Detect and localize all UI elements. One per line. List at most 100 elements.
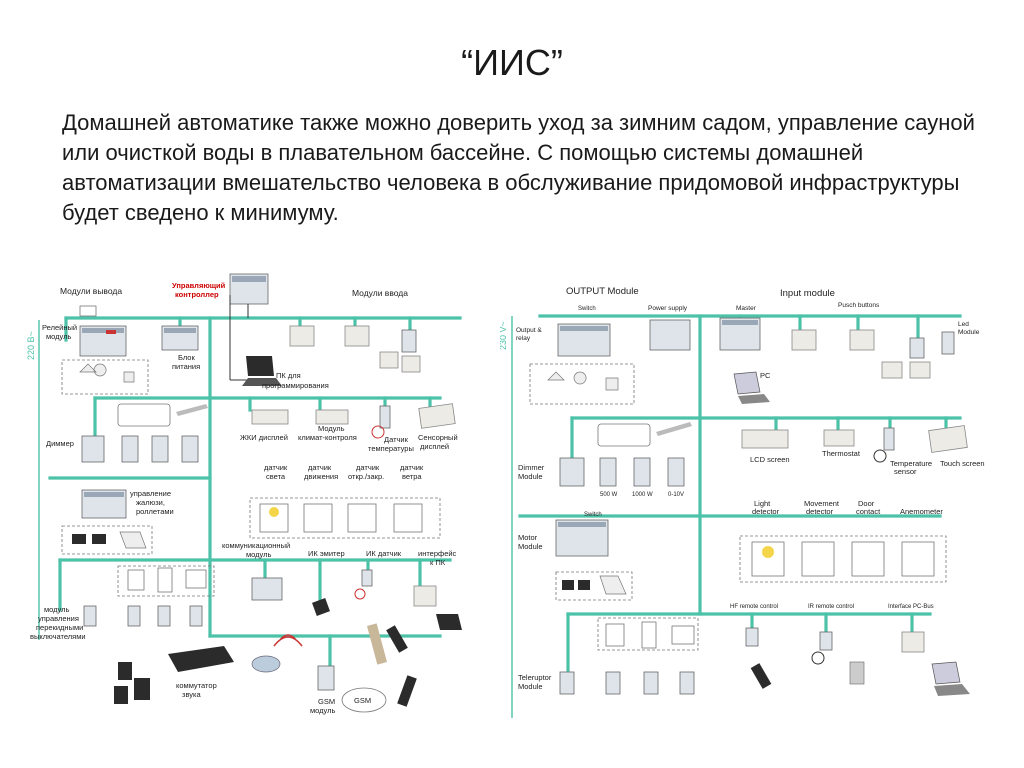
right-laptop-icon <box>931 661 961 685</box>
left-controller-label-2: контроллер <box>175 290 219 299</box>
right-dimmer-label-1: Dimmer <box>518 463 545 472</box>
left-switch-label-4: выключателями <box>30 632 86 641</box>
right-push-button-3 <box>881 361 903 379</box>
left-touch-label-1: Сенсорный <box>418 433 458 442</box>
lamp-icon <box>79 363 135 383</box>
left-relay-loads-box <box>61 359 149 395</box>
left-temp-label-2: температуры <box>368 444 414 453</box>
left-climate-module <box>315 409 349 425</box>
right-pc-label: PC <box>760 371 771 380</box>
right-lcd-label: LCD screen <box>750 455 790 464</box>
left-light-label-1: датчик <box>264 463 288 472</box>
right-thermostat <box>823 429 855 447</box>
left-pc-label-2: программирования <box>262 381 329 390</box>
right-power-supply-label: Power supply <box>648 305 688 312</box>
right-movement-label-1: Movement <box>804 499 840 508</box>
left-blinds-loads-box <box>61 525 153 555</box>
right-dimmer-device-3 <box>633 457 651 487</box>
left-climate-label-1: Модуль <box>318 424 345 433</box>
right-light-label-2: detector <box>752 507 780 516</box>
speaker-icon <box>114 686 128 704</box>
probe-icon <box>873 449 887 463</box>
left-power-supply <box>161 325 199 351</box>
left-ir-sensor-label: ИК датчик <box>366 549 402 558</box>
right-input-module-label: Input module <box>780 288 835 299</box>
left-controller-device <box>229 273 269 381</box>
left-controller-label-1: Управляющий <box>172 281 226 290</box>
left-audio-label-2: звука <box>182 690 201 699</box>
right-motor-label-2: Module <box>518 542 543 551</box>
left-push-button-3 <box>379 351 399 369</box>
left-lcd-display <box>251 409 289 425</box>
left-gsm-label-2: модуль <box>310 706 336 715</box>
door-sensor-icon <box>347 503 377 533</box>
left-switch-label-2: управления <box>38 614 79 623</box>
speaker-icon <box>118 662 132 680</box>
right-dimmer-label-2: Module <box>518 472 543 481</box>
right-automation-diagram: 230 V~ OUTPUT Module Input module Switch… <box>500 286 985 718</box>
left-relay-module <box>79 305 127 357</box>
left-motion-label-2: движения <box>304 472 338 481</box>
right-led-label-1: Led <box>958 321 969 328</box>
router-icon <box>251 655 281 673</box>
ir-emitter-icon <box>312 598 330 616</box>
right-temp-sensor-device <box>883 427 895 451</box>
motion-sensor-icon <box>801 541 835 577</box>
right-010v-label: 0-10V <box>668 492 684 498</box>
wind-sensor-icon <box>393 503 423 533</box>
right-dimmer-device-1 <box>559 457 585 487</box>
left-audio-label-1: коммутатор <box>176 681 217 690</box>
right-sensors-box <box>739 535 947 583</box>
right-push-buttons-label: Pusch buttons <box>838 302 880 309</box>
left-blinds-label-3: роллетами <box>136 507 174 516</box>
right-switch1-label: Switch <box>578 306 596 312</box>
left-dimmer-device-4 <box>181 435 199 463</box>
left-laptop-icon <box>242 356 282 386</box>
remote-grey-icon <box>849 661 865 685</box>
ir-receiver-icon <box>819 631 833 651</box>
left-comm-module <box>251 577 283 601</box>
audio-switch-icon <box>168 646 234 672</box>
right-light-label-1: Light <box>754 499 771 508</box>
right-led-label-2: Module <box>958 329 980 336</box>
left-blinds-label-1: управление <box>130 489 171 498</box>
left-input-module <box>401 329 417 353</box>
left-motion-label-1: датчик <box>308 463 332 472</box>
left-switch-label-1: модуль <box>44 605 70 614</box>
left-sensors-box <box>249 497 441 539</box>
left-push-button-1 <box>289 325 315 347</box>
washer-icon <box>605 623 625 647</box>
left-door-label-1: датчик <box>356 463 380 472</box>
right-anemometer-label: Anemometer <box>900 507 943 516</box>
left-input-modules-label: Модули ввода <box>352 288 408 298</box>
intro-paragraph: Домашней автоматике также можно доверить… <box>62 110 975 225</box>
left-relay-label-2: модуль <box>46 332 72 341</box>
left-comm-label-2: модуль <box>246 550 272 559</box>
left-pc-iface-label-1: интерфейс <box>418 549 457 558</box>
phone-icon <box>397 675 417 707</box>
left-ir-emitter-label: ИК эмитер <box>308 549 345 558</box>
right-touch-screen <box>928 425 968 453</box>
gsm-cloud-icon <box>341 687 387 713</box>
right-motor-label-1: Motor <box>518 533 538 542</box>
right-output-module-label: OUTPUT Module <box>566 286 639 297</box>
left-laptop-2-icon <box>436 614 462 630</box>
tube-lamp-icon <box>656 422 692 436</box>
left-touch-label-2: дисплей <box>420 442 449 451</box>
right-output-relay-label-1: Output & <box>516 327 542 334</box>
right-temp-label-1: Temperature <box>890 459 932 468</box>
left-dimmer-device-1 <box>81 435 105 463</box>
right-master-label: Master <box>736 305 757 312</box>
boiler-icon <box>641 621 657 649</box>
washer-icon <box>127 569 145 591</box>
signal-waves-icon <box>273 634 303 647</box>
right-thermostat-label: Thermostat <box>822 449 861 458</box>
remote-icon <box>366 623 388 665</box>
right-switch2-label: Switch <box>584 512 602 518</box>
right-500w-label: 500 W <box>600 492 618 498</box>
remote-icon <box>750 663 772 689</box>
right-pcbus-label: Interface PC-Bus <box>888 604 934 610</box>
right-teleruptor-label-2: Module <box>518 682 543 691</box>
left-pc-iface-label-2: к ПК <box>430 558 446 567</box>
pc-interface-socket <box>413 585 437 607</box>
